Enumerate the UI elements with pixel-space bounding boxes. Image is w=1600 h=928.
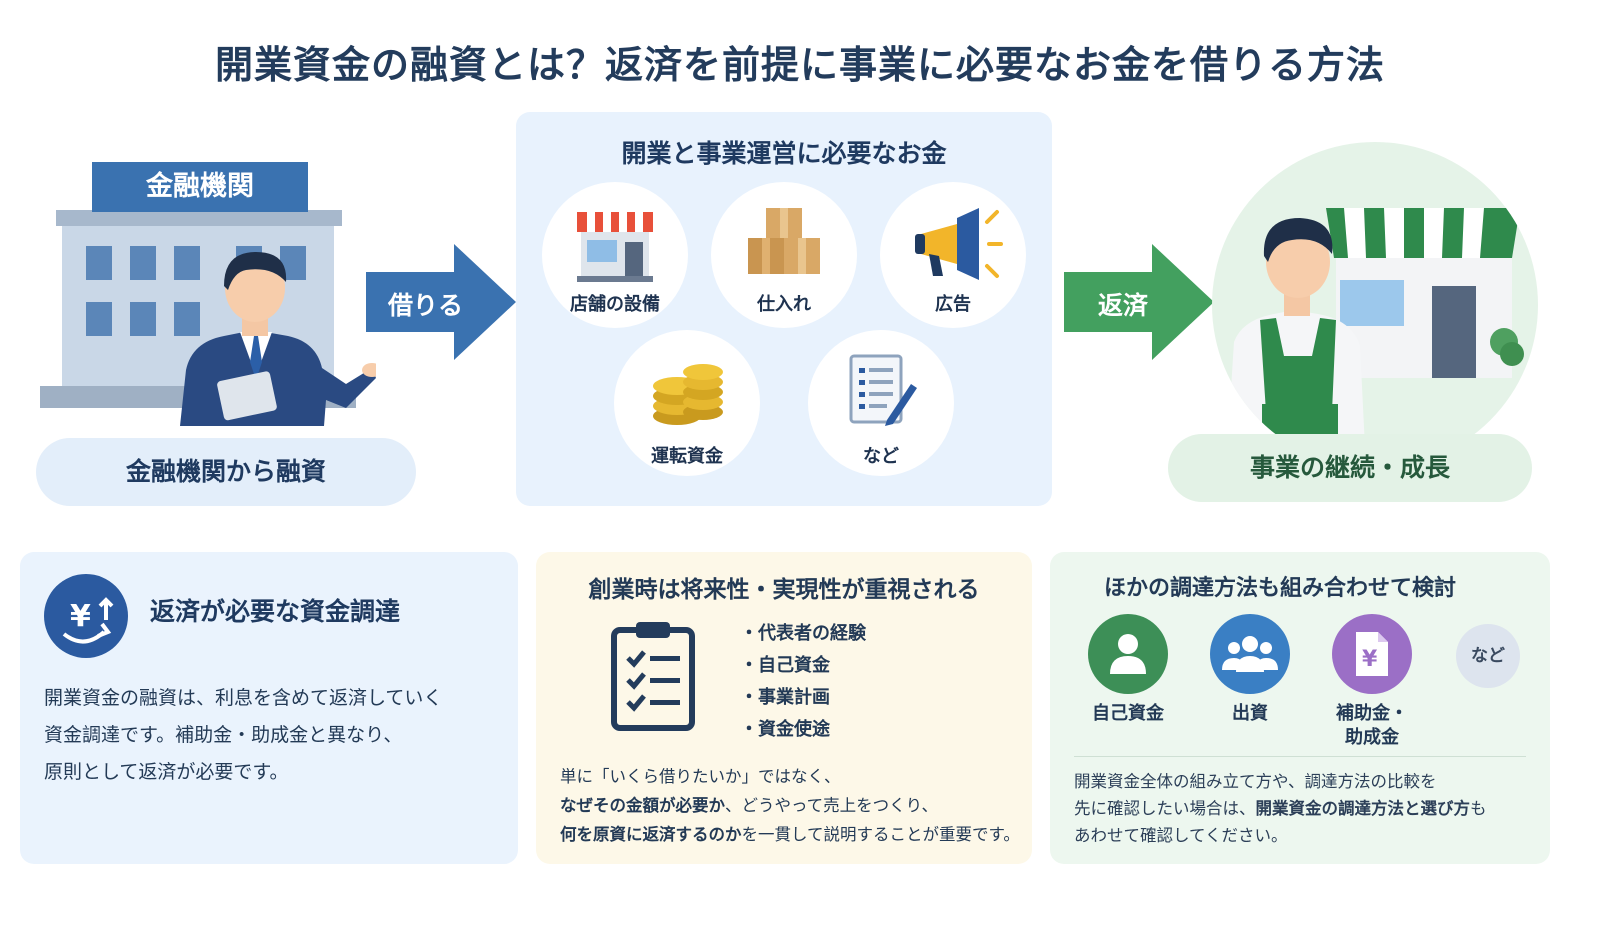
bank-window bbox=[174, 302, 200, 336]
need-item-working-capital: 運転資金 bbox=[614, 330, 760, 476]
bank-caption-pill: 金融機関から融資 bbox=[36, 438, 416, 506]
checklist-pen-icon bbox=[849, 354, 917, 426]
repay-arrow-icon bbox=[1064, 244, 1214, 360]
need-label-working-capital: 運転資金 bbox=[651, 446, 723, 467]
clipboard-checklist-icon bbox=[611, 622, 695, 731]
card-evaluation: 創業時は将来性・実現性が重視される ・代表者の経験 ・自己資金 ・事業計画 ・資… bbox=[536, 552, 1032, 864]
bank-illustration: 金融機関 bbox=[36, 150, 436, 430]
note-text: を一貫して説明することが重要です。 bbox=[741, 825, 1020, 844]
repay-label: 返済 bbox=[1098, 291, 1149, 320]
yen-cycle-icon: ¥ bbox=[44, 574, 128, 658]
option-label: 自己資金 bbox=[1092, 703, 1164, 724]
growth-caption-pill: 事業の継続・成長 bbox=[1168, 434, 1532, 502]
option-label: 出資 bbox=[1232, 703, 1268, 724]
need-label-stock: 仕入れ bbox=[757, 294, 811, 315]
banker-person-icon bbox=[180, 252, 376, 426]
card-repayment: ¥ 返済が必要な資金調達 開業資金の融資は、利息を含めて返済していく 資金調達で… bbox=[20, 552, 518, 864]
note-line: 先に確認したい場合は、開業資金の調達方法と選び方も bbox=[1074, 795, 1534, 822]
note-emphasis: 何を原資に返済するのか bbox=[560, 825, 742, 844]
card-other-methods-title: ほかの調達方法も組み合わせて検討 bbox=[1103, 576, 1456, 601]
bank-window bbox=[174, 246, 200, 280]
need-item-store: 店舗の設備 bbox=[542, 182, 688, 328]
svg-text:¥: ¥ bbox=[70, 599, 91, 634]
need-item-etc: など bbox=[808, 330, 954, 476]
option-label: 補助金・助成金 bbox=[1322, 702, 1422, 750]
need-label-ads: 広告 bbox=[935, 294, 971, 315]
list-item: ・自己資金 bbox=[740, 655, 830, 676]
option-investment: 出資 bbox=[1200, 614, 1300, 726]
yen-document-icon: ¥ bbox=[1332, 614, 1412, 694]
card-repayment-line: 開業資金の融資は、利息を含めて返済していく bbox=[44, 687, 443, 709]
note-line: 何を原資に返済するのかを一貫して説明することが重要です。 bbox=[560, 820, 1020, 849]
bank-window bbox=[86, 302, 112, 336]
divider bbox=[1074, 756, 1526, 757]
need-item-ads: 広告 bbox=[880, 182, 1026, 328]
page-title: 開業資金の融資とは？返済を前提に事業に必要なお金を借りる方法 bbox=[214, 43, 1385, 87]
card-repayment-title: 返済が必要な資金調達 bbox=[150, 597, 401, 626]
option-label-line: 助成金 bbox=[1345, 727, 1399, 748]
person-icon bbox=[1088, 614, 1168, 694]
bank-window bbox=[130, 246, 156, 280]
option-label-line: 補助金・ bbox=[1336, 703, 1408, 724]
boxes-icon bbox=[748, 208, 820, 274]
card-other-methods: ほかの調達方法も組み合わせて検討 自己資金 出資 bbox=[1050, 552, 1550, 864]
funding-methods-link[interactable]: 開業資金の調達方法と選び方 bbox=[1255, 799, 1471, 818]
storefront-icon bbox=[577, 212, 653, 282]
group-icon bbox=[1210, 614, 1290, 694]
note-line: あわせて確認してください。 bbox=[1074, 826, 1288, 845]
card-evaluation-note: 単に「いくら借りたいか」ではなく、 なぜその金額が必要か、どうやって売上をつくり… bbox=[560, 762, 1020, 849]
card-repayment-line: 原則として返済が必要です。 bbox=[44, 761, 289, 783]
borrow-arrow-icon bbox=[366, 244, 516, 360]
note-line: 開業資金全体の組み立て方や、調達方法の比較を bbox=[1074, 772, 1437, 791]
need-label-store: 店舗の設備 bbox=[570, 294, 660, 315]
list-item: ・代表者の経験 bbox=[740, 623, 866, 644]
megaphone-icon bbox=[915, 208, 1003, 280]
bank-window bbox=[86, 246, 112, 280]
option-subsidy: ¥ 補助金・助成金 bbox=[1322, 614, 1422, 750]
option-own-funds: 自己資金 bbox=[1078, 614, 1178, 726]
note-text: も bbox=[1470, 799, 1487, 818]
bank-window bbox=[130, 302, 156, 336]
note-line: 単に「いくら借りたいか」ではなく、 bbox=[560, 767, 841, 786]
note-text: 先に確認したい場合は、 bbox=[1074, 799, 1256, 818]
svg-text:¥: ¥ bbox=[1362, 647, 1378, 672]
card-repayment-body: 開業資金の融資は、利息を含めて返済していく 資金調達です。補助金・助成金と異なり… bbox=[44, 680, 504, 791]
option-etc-badge: など bbox=[1456, 624, 1520, 688]
note-line: なぜその金額が必要か、どうやって売上をつくり、 bbox=[560, 791, 1020, 820]
needs-title: 開業と事業運営に必要なお金 bbox=[621, 139, 947, 168]
evaluation-list: ・代表者の経験 ・自己資金 ・事業計画 ・資金使途 bbox=[740, 618, 866, 746]
list-item: ・資金使途 bbox=[740, 719, 830, 740]
coins-icon bbox=[653, 364, 723, 425]
note-text: 、どうやって売上をつくり、 bbox=[725, 796, 939, 815]
need-item-stock: 仕入れ bbox=[711, 182, 857, 328]
shop-owner-icon bbox=[1226, 208, 1524, 468]
need-label-etc: など bbox=[863, 446, 899, 467]
card-other-methods-note: 開業資金全体の組み立て方や、調達方法の比較を 先に確認したい場合は、開業資金の調… bbox=[1074, 768, 1534, 849]
needs-panel: 開業と事業運営に必要なお金 店舗の設備 仕入れ bbox=[516, 112, 1052, 506]
borrow-label: 借りる bbox=[388, 291, 464, 320]
growth-illustration bbox=[1212, 142, 1538, 468]
card-repayment-line: 資金調達です。補助金・助成金と異なり、 bbox=[44, 724, 403, 746]
bank-sign: 金融機関 bbox=[92, 162, 308, 212]
card-evaluation-title: 創業時は将来性・実現性が重視される bbox=[588, 577, 980, 603]
note-emphasis: なぜその金額が必要か bbox=[560, 796, 725, 815]
list-item: ・事業計画 bbox=[740, 687, 830, 708]
bank-roof bbox=[56, 210, 342, 226]
